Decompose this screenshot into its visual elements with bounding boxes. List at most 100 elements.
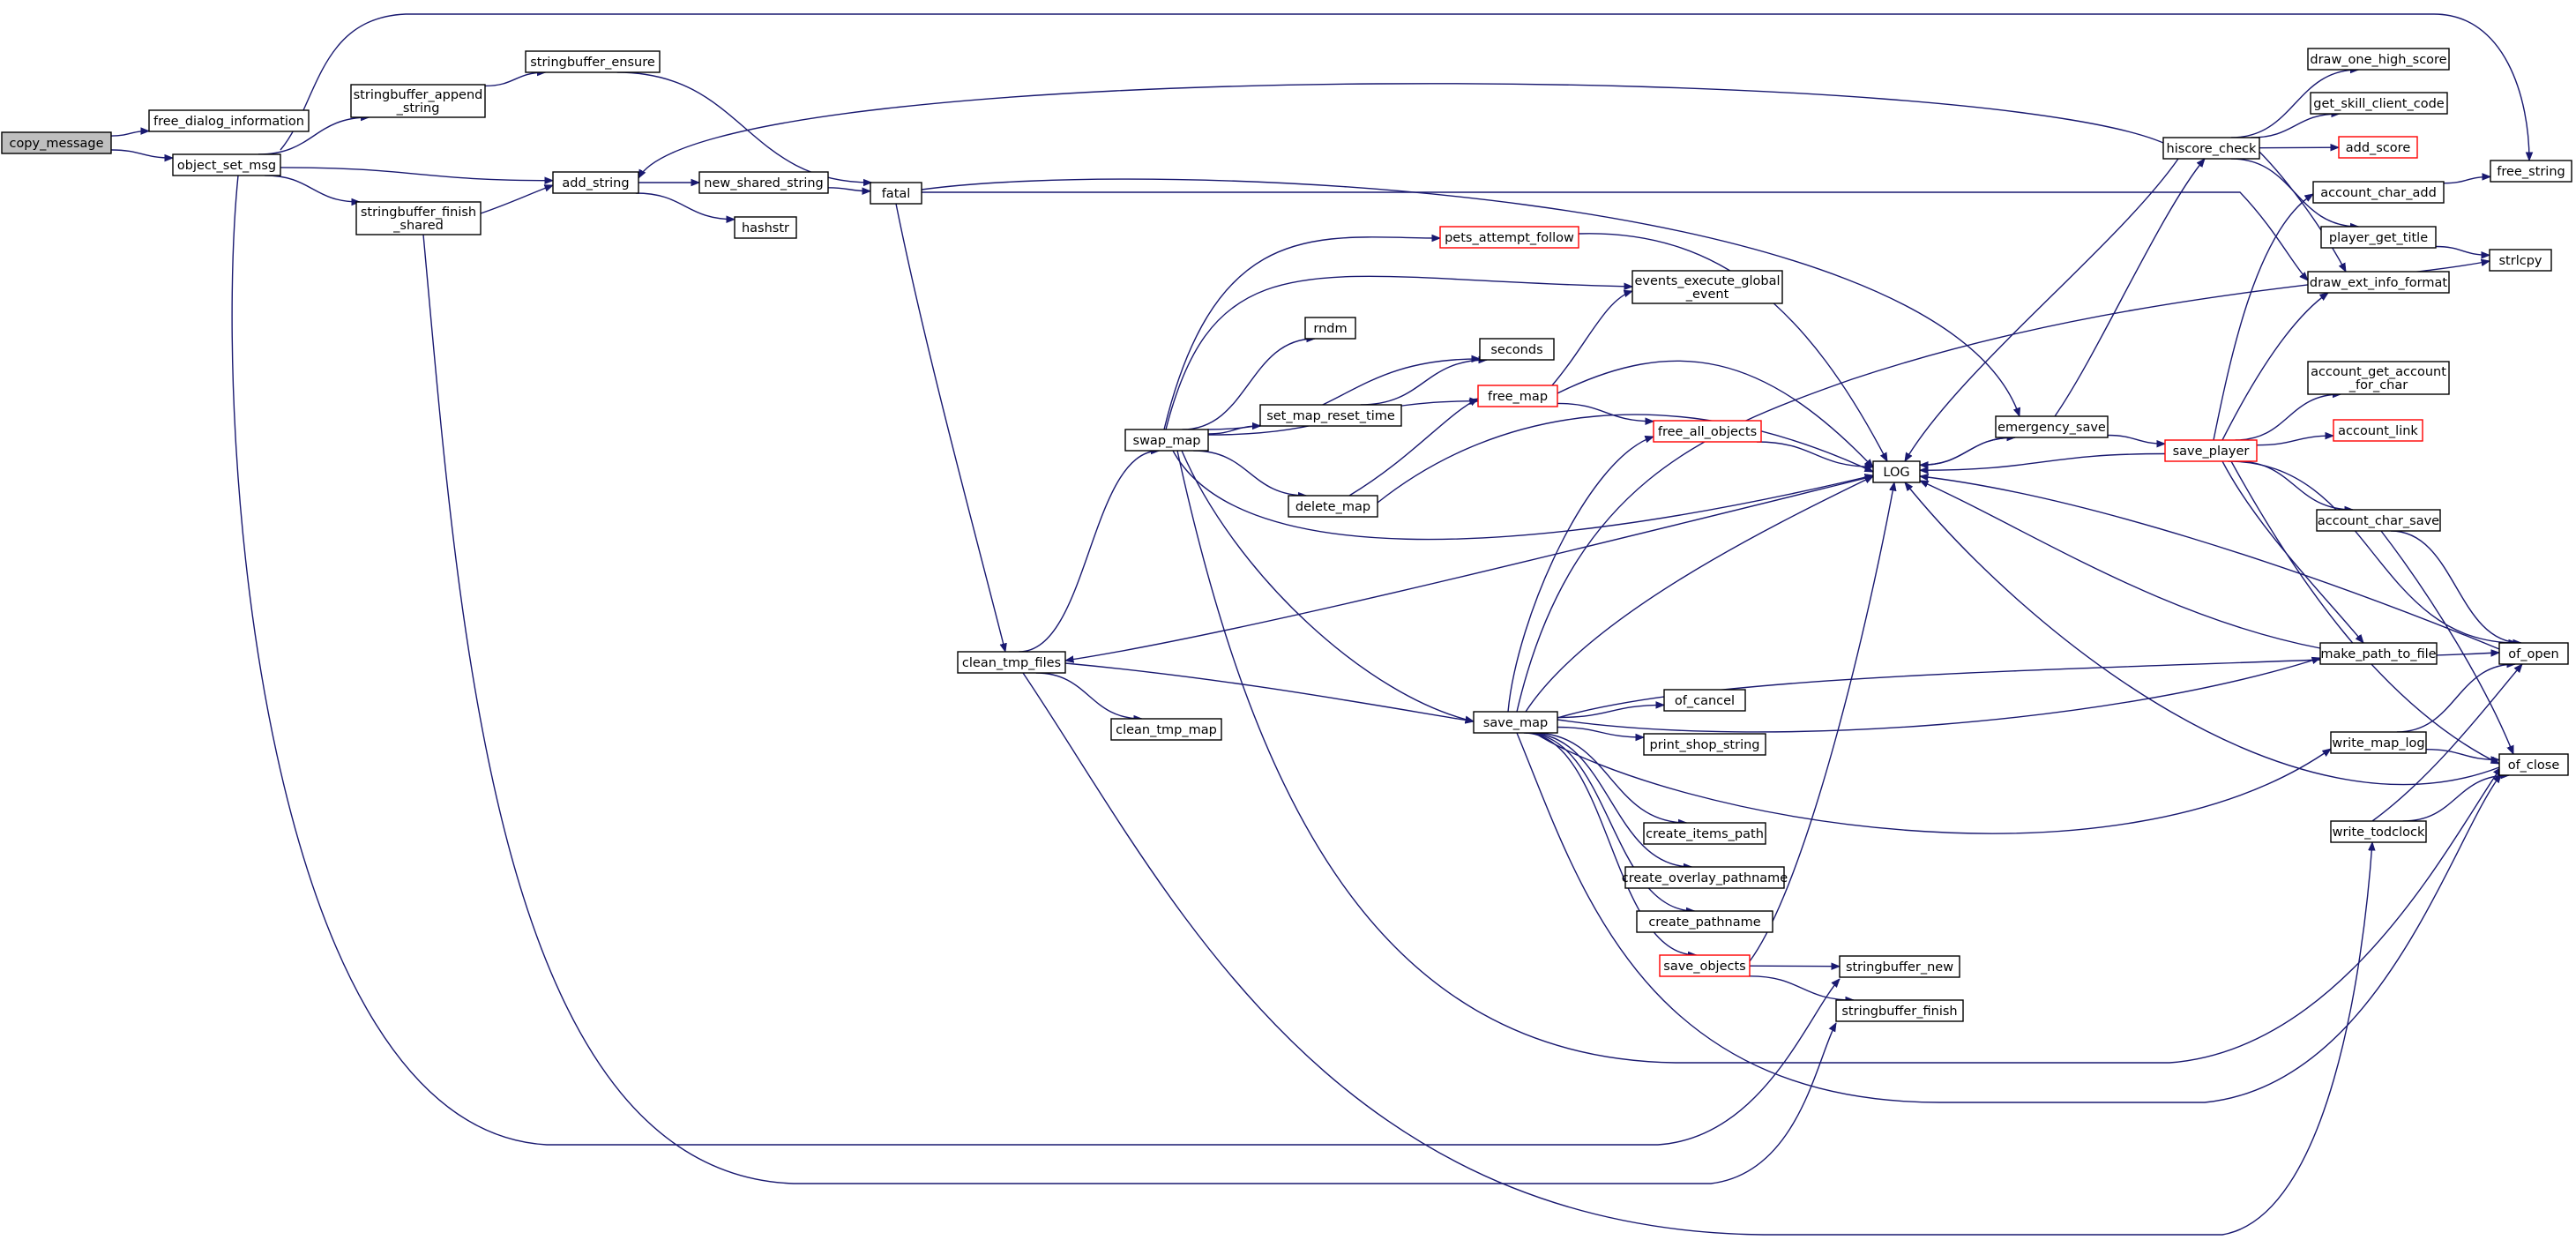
node-box-free_map[interactable] (1477, 385, 1558, 407)
node-box-free_string[interactable] (2490, 160, 2572, 183)
node-box-print_shop_string[interactable] (1643, 733, 1766, 756)
node-draw_ext_info_format[interactable]: draw_ext_info_format (2307, 271, 2450, 294)
node-box-account_char_add[interactable] (2312, 181, 2445, 204)
node-box-draw_one_high_score[interactable] (2307, 48, 2450, 71)
node-object_set_msg[interactable]: object_set_msg (172, 153, 281, 176)
node-box-clean_tmp_files[interactable] (957, 651, 1066, 674)
node-box-stringbuffer_append_string[interactable] (350, 84, 486, 118)
node-box-add_score[interactable] (2338, 136, 2418, 159)
node-fatal[interactable]: fatal (870, 182, 922, 205)
node-box-create_pathname[interactable] (1636, 910, 1773, 933)
node-box-account_char_save[interactable] (2316, 509, 2441, 532)
node-box-hiscore_check[interactable] (2162, 137, 2260, 160)
node-box-draw_ext_info_format[interactable] (2307, 271, 2450, 294)
node-box-create_items_path[interactable] (1643, 822, 1766, 845)
node-save_player[interactable]: save_player (2164, 439, 2258, 462)
node-stringbuffer_finish_shared[interactable]: stringbuffer_finish_shared (355, 201, 482, 235)
node-free_string[interactable]: free_string (2490, 160, 2572, 183)
node-box-new_shared_string[interactable] (698, 171, 829, 194)
node-box-write_map_log[interactable] (2330, 731, 2427, 754)
node-box-save_player[interactable] (2164, 439, 2258, 462)
node-of_open[interactable]: of_open (2498, 642, 2569, 665)
node-box-make_path_to_file[interactable] (2319, 642, 2438, 665)
node-stringbuffer_new[interactable]: stringbuffer_new (1839, 955, 1960, 978)
node-events_execute_global_event[interactable]: events_execute_global_event (1631, 270, 1783, 304)
node-account_char_save[interactable]: account_char_save (2316, 509, 2441, 532)
node-of_close[interactable]: of_close (2498, 753, 2569, 776)
node-draw_one_high_score[interactable]: draw_one_high_score (2307, 48, 2450, 71)
node-pets_attempt_follow[interactable]: pets_attempt_follow (1439, 226, 1579, 249)
node-new_shared_string[interactable]: new_shared_string (698, 171, 829, 194)
node-box-player_get_title[interactable] (2320, 226, 2437, 249)
node-strlcpy[interactable]: strlcpy (2489, 249, 2552, 272)
node-add_score[interactable]: add_score (2338, 136, 2418, 159)
node-print_shop_string[interactable]: print_shop_string (1643, 733, 1766, 756)
node-box-create_overlay_pathname[interactable] (1624, 866, 1785, 889)
node-box-add_string[interactable] (552, 171, 639, 194)
node-write_todclock[interactable]: write_todclock (2330, 820, 2427, 843)
node-stringbuffer_append_string[interactable]: stringbuffer_append_string (350, 84, 486, 118)
node-box-account_link[interactable] (2333, 419, 2423, 442)
node-box-get_skill_client_code[interactable] (2310, 92, 2448, 115)
node-box-object_set_msg[interactable] (172, 153, 281, 176)
node-get_skill_client_code[interactable]: get_skill_client_code (2310, 92, 2448, 115)
node-box-clean_tmp_map[interactable] (1110, 718, 1222, 741)
node-emergency_save[interactable]: emergency_save (1995, 415, 2109, 438)
node-box-of_cancel[interactable] (1663, 689, 1746, 712)
node-hiscore_check[interactable]: hiscore_check (2162, 137, 2260, 160)
node-stringbuffer_ensure[interactable]: stringbuffer_ensure (525, 50, 661, 73)
node-box-stringbuffer_finish_shared[interactable] (355, 201, 482, 235)
node-free_all_objects[interactable]: free_all_objects (1653, 420, 1762, 443)
node-set_map_reset_time[interactable]: set_map_reset_time (1259, 404, 1402, 427)
node-box-of_close[interactable] (2498, 753, 2569, 776)
node-clean_tmp_map[interactable]: clean_tmp_map (1110, 718, 1222, 741)
node-write_map_log[interactable]: write_map_log (2330, 731, 2427, 754)
node-box-LOG[interactable] (1872, 460, 1921, 483)
node-free_map[interactable]: free_map (1477, 385, 1558, 407)
node-box-rndm[interactable] (1304, 317, 1356, 340)
node-account_char_add[interactable]: account_char_add (2312, 181, 2445, 204)
node-box-save_map[interactable] (1473, 711, 1558, 734)
node-box-copy_message[interactable] (1, 131, 112, 154)
node-box-stringbuffer_finish[interactable] (1835, 999, 1964, 1022)
node-create_pathname[interactable]: create_pathname (1636, 910, 1773, 933)
node-box-strlcpy[interactable] (2489, 249, 2552, 272)
node-box-swap_map[interactable] (1124, 429, 1209, 452)
node-make_path_to_file[interactable]: make_path_to_file (2319, 642, 2438, 665)
node-box-free_all_objects[interactable] (1653, 420, 1762, 443)
node-box-stringbuffer_new[interactable] (1839, 955, 1960, 978)
node-box-stringbuffer_ensure[interactable] (525, 50, 661, 73)
node-free_dialog_information[interactable]: free_dialog_information (148, 109, 310, 132)
node-box-fatal[interactable] (870, 182, 922, 205)
node-box-pets_attempt_follow[interactable] (1439, 226, 1579, 249)
node-add_string[interactable]: add_string (552, 171, 639, 194)
node-of_cancel[interactable]: of_cancel (1663, 689, 1746, 712)
node-copy_message[interactable]: copy_message (1, 131, 112, 154)
node-delete_map[interactable]: delete_map (1288, 495, 1378, 518)
node-save_objects[interactable]: save_objects (1659, 954, 1751, 977)
node-swap_map[interactable]: swap_map (1124, 429, 1209, 452)
node-player_get_title[interactable]: player_get_title (2320, 226, 2437, 249)
node-box-hashstr[interactable] (734, 216, 797, 239)
node-box-save_objects[interactable] (1659, 954, 1751, 977)
node-seconds[interactable]: seconds (1479, 338, 1555, 361)
node-box-delete_map[interactable] (1288, 495, 1378, 518)
node-account_get_account_for_char[interactable]: account_get_account_for_char (2307, 361, 2450, 395)
node-box-events_execute_global_event[interactable] (1631, 270, 1783, 304)
node-LOG[interactable]: LOG (1872, 460, 1921, 483)
node-account_link[interactable]: account_link (2333, 419, 2423, 442)
node-clean_tmp_files[interactable]: clean_tmp_files (957, 651, 1066, 674)
node-hashstr[interactable]: hashstr (734, 216, 797, 239)
node-box-free_dialog_information[interactable] (148, 109, 310, 132)
node-box-seconds[interactable] (1479, 338, 1555, 361)
node-box-emergency_save[interactable] (1995, 415, 2109, 438)
node-create_items_path[interactable]: create_items_path (1643, 822, 1766, 845)
node-rndm[interactable]: rndm (1304, 317, 1356, 340)
node-stringbuffer_finish[interactable]: stringbuffer_finish (1835, 999, 1964, 1022)
node-save_map[interactable]: save_map (1473, 711, 1558, 734)
node-box-write_todclock[interactable] (2330, 820, 2427, 843)
node-create_overlay_pathname[interactable]: create_overlay_pathname (1622, 866, 1788, 889)
node-box-of_open[interactable] (2498, 642, 2569, 665)
node-box-set_map_reset_time[interactable] (1259, 404, 1402, 427)
node-box-account_get_account_for_char[interactable] (2307, 361, 2450, 395)
